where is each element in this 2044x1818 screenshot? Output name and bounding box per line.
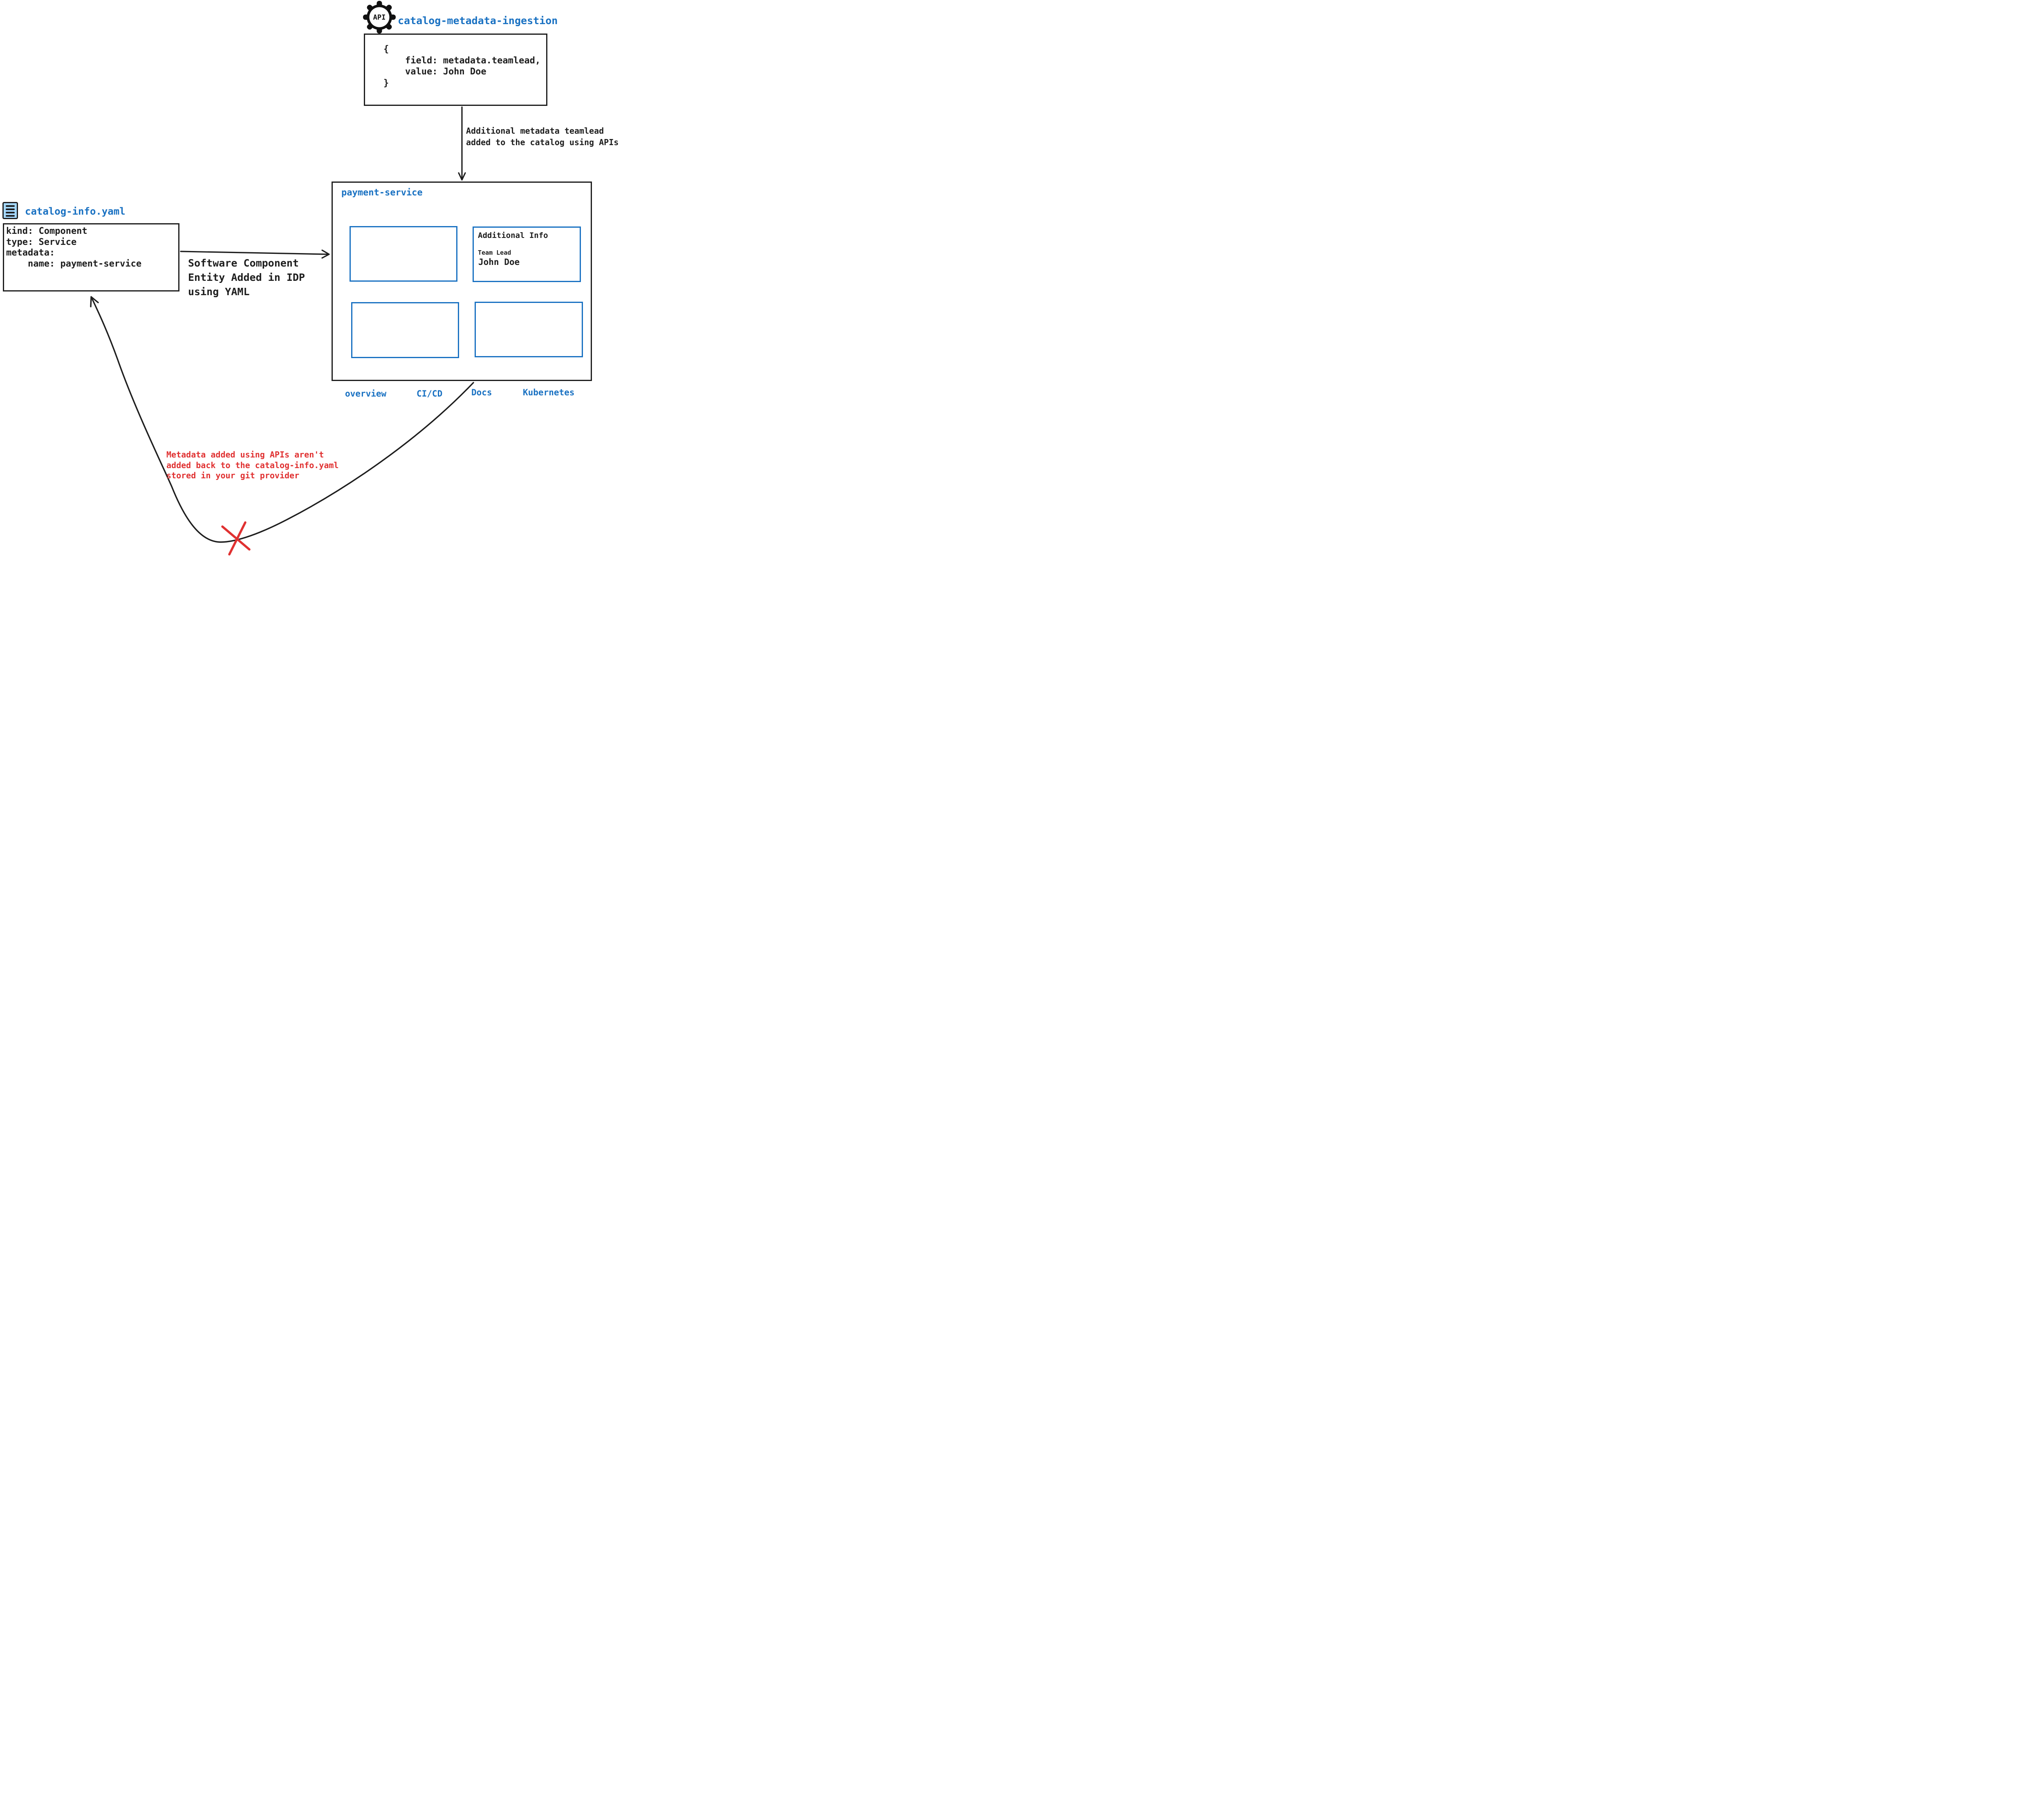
additional-info-heading: Additional Info bbox=[478, 231, 548, 240]
catalog-file-name: catalog-info.yaml bbox=[25, 206, 126, 217]
panel-top-left bbox=[350, 226, 457, 282]
tab-kubernetes: Kubernetes bbox=[523, 388, 575, 397]
api-to-catalog-arrow bbox=[458, 106, 466, 181]
api-payload-box: { field: metadata.teamlead, value: John … bbox=[364, 34, 547, 106]
api-gear-icon: API bbox=[363, 1, 396, 34]
payment-service-title: payment-service bbox=[341, 188, 423, 198]
x-mark bbox=[221, 521, 251, 556]
api-arrow-label: Additional metadata teamlead added to th… bbox=[466, 126, 619, 147]
yaml-arrow-label: Software Component Entity Added in IDP u… bbox=[188, 257, 305, 298]
diagram-canvas: API catalog-metadata-ingestion { field: … bbox=[0, 0, 632, 556]
team-lead-value: John Doe bbox=[478, 257, 520, 267]
catalog-yaml-box: kind: Component type: Service metadata: … bbox=[3, 223, 179, 291]
panel-bottom-right bbox=[475, 302, 583, 357]
catalog-yaml-code: kind: Component type: Service metadata: … bbox=[6, 226, 142, 269]
panel-additional-info: Additional Info Team Lead John Doe bbox=[473, 226, 581, 282]
tab-docs: Docs bbox=[471, 388, 492, 397]
team-lead-label: Team Lead bbox=[478, 249, 511, 256]
tab-overview: overview bbox=[345, 389, 387, 399]
api-icon-label: API bbox=[373, 13, 386, 22]
yaml-file-icon bbox=[2, 202, 18, 219]
api-payload-code: { field: metadata.teamlead, value: John … bbox=[383, 44, 541, 88]
feedback-warning-text: Metadata added using APIs aren't added b… bbox=[166, 450, 339, 480]
panel-bottom-left bbox=[351, 302, 459, 358]
payment-service-window: payment-service overview CI/CD Docs Kube… bbox=[332, 182, 592, 399]
tab-cicd: CI/CD bbox=[417, 389, 443, 399]
api-ingestion-title: catalog-metadata-ingestion bbox=[398, 15, 558, 27]
